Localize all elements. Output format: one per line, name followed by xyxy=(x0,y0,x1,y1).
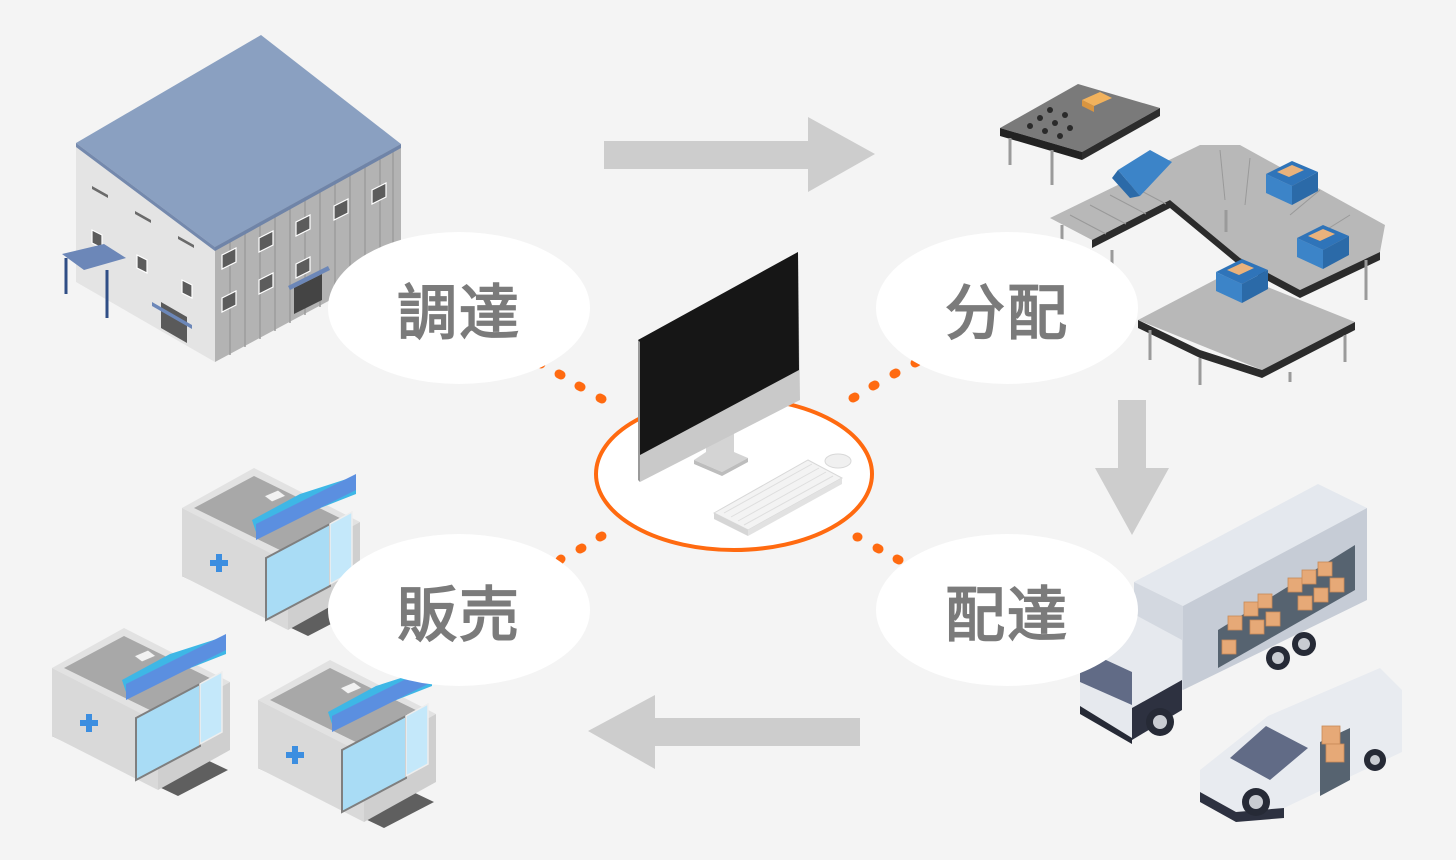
connector-sales xyxy=(555,531,607,565)
pharmacy-store-3 xyxy=(258,660,436,828)
arrow-down-icon xyxy=(1095,400,1169,535)
warehouse-icon xyxy=(62,35,401,362)
pharmacy-store-2 xyxy=(52,628,230,796)
conveyor-belt-icon xyxy=(1000,84,1385,385)
connector-distribution xyxy=(848,357,922,403)
connector-procurement xyxy=(535,358,607,404)
desktop-computer-icon xyxy=(638,252,852,536)
stage-label-sales: 販売 xyxy=(397,580,521,651)
pharmacy-store-icon xyxy=(52,468,436,828)
stage-label-delivery: 配達 xyxy=(945,580,1069,651)
stage-label-procurement: 調達 xyxy=(397,278,521,349)
arrow-left-icon xyxy=(588,695,860,769)
stage-delivery: 配達 xyxy=(876,534,1138,686)
delivery-truck-icon xyxy=(1080,484,1402,822)
connector-delivery xyxy=(852,532,904,565)
stage-label-distribution: 分配 xyxy=(945,278,1069,349)
pharmacy-store-1 xyxy=(182,468,360,636)
arrow-right-icon xyxy=(604,117,875,192)
stage-distribution: 分配 xyxy=(876,232,1138,384)
stage-sales: 販売 xyxy=(328,534,590,686)
stage-procurement: 調達 xyxy=(328,232,590,384)
